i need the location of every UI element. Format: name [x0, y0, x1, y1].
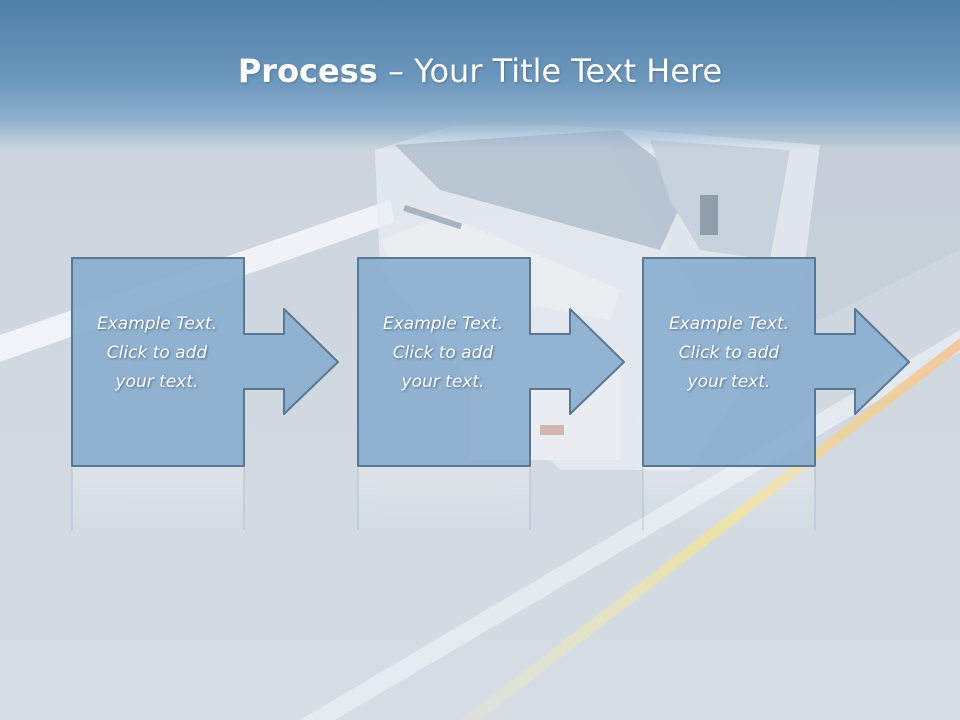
step-1-shape[interactable] [71, 257, 339, 467]
step-1-line-1: Example Text. [96, 314, 218, 334]
step-3-line-1: Example Text. [668, 314, 790, 334]
step-3-line-2: Click to add [678, 343, 780, 363]
step-2-line-3: your text. [401, 372, 485, 392]
slide-title[interactable]: Process – Your Title Text Here [0, 52, 960, 90]
step-1-text[interactable]: Example Text. Click to add your text. [72, 310, 242, 397]
title-bold-text: Process [237, 52, 378, 90]
title-band [0, 0, 960, 150]
step-2-line-2: Click to add [392, 343, 494, 363]
step-2-shape[interactable] [357, 257, 625, 467]
step-2-line-1: Example Text. [382, 314, 504, 334]
step-3-line-3: your text. [687, 372, 771, 392]
step-1-line-2: Click to add [106, 343, 208, 363]
step-1-line-3: your text. [115, 372, 199, 392]
step-3-shape[interactable] [642, 257, 910, 467]
step-2-text[interactable]: Example Text. Click to add your text. [358, 310, 528, 397]
step-3-text[interactable]: Example Text. Click to add your text. [644, 310, 814, 397]
title-rest-text: – Your Title Text Here [377, 52, 723, 90]
steps-reflection [71, 466, 816, 540]
